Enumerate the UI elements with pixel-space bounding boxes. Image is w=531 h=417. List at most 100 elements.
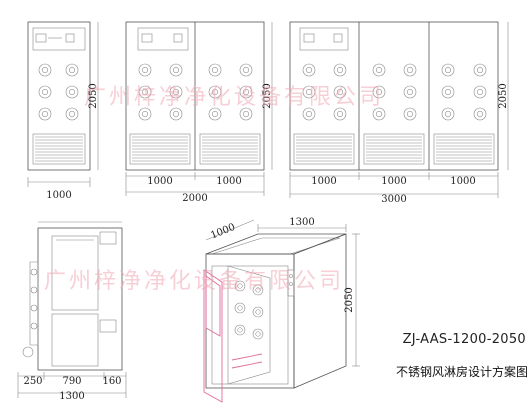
single-unit-elevation: 1000 2050 (27, 21, 99, 201)
triple-unit-button (333, 33, 343, 43)
nozzle-circle (372, 107, 386, 121)
nozzle-core (336, 111, 343, 118)
side-segment-label-3: 160 (102, 376, 121, 387)
nozzle-core (243, 89, 250, 96)
iso-control-panel (287, 269, 295, 297)
nozzle-circle (38, 63, 52, 77)
double-module-label-2: 1000 (216, 176, 241, 187)
double-unit-elevation: 1000 1000 2000 2050 (125, 21, 273, 204)
nozzle-core (41, 89, 48, 96)
nozzle-core (476, 67, 483, 74)
nozzle-core (237, 283, 243, 289)
nozzle-core (212, 111, 219, 118)
iso-control-light (289, 282, 293, 286)
isometric-view: 1000 1300 2050 (203, 217, 360, 403)
nozzle-core (476, 111, 483, 118)
double-unit-nozzle-group (138, 63, 253, 121)
nozzle-circle (403, 107, 417, 121)
iso-opening (211, 265, 289, 385)
double-module-label-1: 1000 (147, 176, 172, 187)
nozzle-circle (252, 328, 264, 340)
nozzle-core (243, 67, 250, 74)
nozzle-circle (65, 63, 79, 77)
nozzle-core (212, 67, 219, 74)
double-height-label: 2050 (262, 83, 273, 108)
triple-unit-grille-lines (296, 136, 492, 162)
nozzle-circle (302, 63, 316, 77)
triple-height-label: 2050 (498, 83, 509, 108)
nozzle-core (375, 111, 382, 118)
triple-unit-grille-3 (433, 133, 495, 165)
double-unit-grille-left (129, 133, 191, 165)
nozzle-circle (38, 85, 52, 99)
nozzle-circle (38, 107, 52, 121)
nozzle-core (476, 89, 483, 96)
model-number: ZJ-AAS-1200-2050 (403, 332, 526, 347)
triple-unit-nozzle-group (302, 63, 487, 121)
iso-depth-dim-line (205, 219, 255, 241)
triple-unit-control-box (299, 27, 349, 51)
iso-depth-label: 1000 (209, 222, 237, 242)
side-view-outline (37, 227, 123, 371)
iso-open-door (203, 269, 223, 403)
nozzle-core (255, 331, 261, 337)
side-view-door-lower (51, 313, 99, 367)
single-unit-control-box (32, 27, 86, 51)
single-width-label: 1000 (46, 190, 71, 201)
iso-nozzle-group (234, 280, 264, 340)
triple-unit-grille-2 (363, 133, 425, 165)
triple-module-label-3: 1000 (450, 176, 475, 187)
side-total-label: 1300 (59, 391, 84, 402)
nozzle-circle (169, 63, 183, 77)
nozzle-core (173, 89, 180, 96)
nozzle-core (69, 89, 76, 96)
nozzle-circle (138, 85, 152, 99)
iso-door-window (205, 275, 221, 337)
side-segment-label-2: 790 (62, 376, 81, 387)
nozzle-circle (333, 107, 347, 121)
double-unit-grille-lines (132, 136, 258, 162)
nozzle-circle (239, 85, 253, 99)
iso-right-face (293, 233, 347, 389)
watermark-bottom: 广州梓净净化设备有限公司 (44, 269, 344, 294)
iso-control-light (289, 274, 293, 278)
nozzle-core (406, 89, 413, 96)
side-view-nozzle (30, 268, 38, 276)
single-unit-grille (32, 133, 86, 165)
side-view-handle-top (99, 231, 117, 245)
nozzle-circle (252, 306, 264, 318)
nozzle-core (142, 89, 149, 96)
triple-unit-display (303, 33, 315, 43)
nozzle-circle (302, 85, 316, 99)
nozzle-core (406, 111, 413, 118)
nozzle-circle (169, 107, 183, 121)
drawing-caption: 不锈钢风淋房设计方案图 (396, 364, 528, 379)
nozzle-core (212, 89, 219, 96)
triple-unit-elevation: 1000 1000 1000 3000 2050 (289, 21, 509, 205)
double-total-label: 2000 (182, 193, 207, 204)
nozzle-core (444, 111, 451, 118)
nozzle-core (173, 111, 180, 118)
nozzle-core (336, 89, 343, 96)
nozzle-circle (239, 63, 253, 77)
nozzle-circle (302, 107, 316, 121)
nozzle-circle (473, 85, 487, 99)
nozzle-core (444, 67, 451, 74)
nozzle-circle (208, 63, 222, 77)
nozzle-core (243, 111, 250, 118)
side-view-door-upper (51, 235, 99, 311)
nozzle-core (255, 309, 261, 315)
side-view-nozzle (30, 304, 38, 312)
nozzle-circle (473, 107, 487, 121)
side-view-fan-housing (29, 261, 39, 346)
nozzle-core (142, 111, 149, 118)
triple-module-label-2: 1000 (381, 176, 406, 187)
single-unit-button (65, 33, 75, 43)
nozzle-circle (138, 107, 152, 121)
iso-top-inner-edge (211, 237, 341, 255)
nozzle-core (237, 305, 243, 311)
nozzle-circle (473, 63, 487, 77)
nozzle-core (305, 111, 312, 118)
